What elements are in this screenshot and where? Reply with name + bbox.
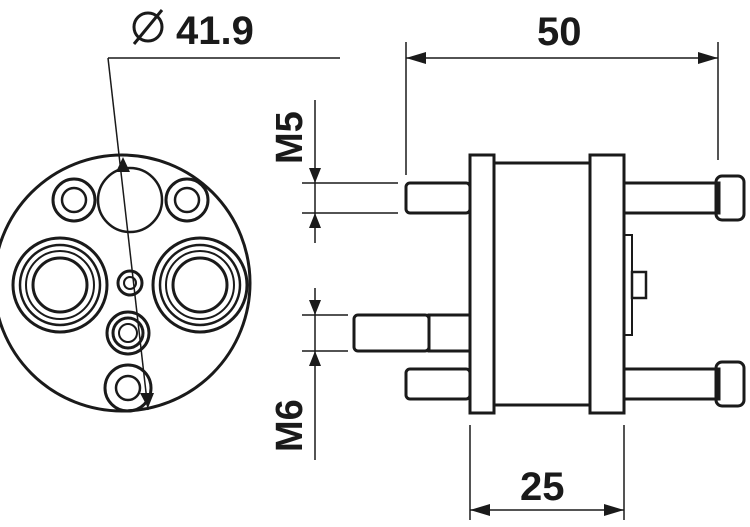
lower-thread-label: M6 xyxy=(269,399,311,452)
diameter-leader-line xyxy=(107,57,149,411)
side-view xyxy=(352,153,746,415)
screw-hole-top-right xyxy=(164,177,210,223)
front-view xyxy=(0,57,340,413)
screw-hole-top-left xyxy=(51,177,97,223)
body-length-value: 25 xyxy=(520,465,565,509)
middle-shaft xyxy=(352,313,472,353)
port-left xyxy=(11,236,109,334)
port-right xyxy=(151,236,249,334)
cartridge-body xyxy=(492,161,592,407)
diameter-arrow-top xyxy=(116,157,130,172)
left-flange xyxy=(468,153,496,415)
center-bore-top xyxy=(96,166,164,234)
diameter-value: 41.9 xyxy=(176,9,254,53)
dimension-m5 xyxy=(302,100,398,243)
diameter-symbol-icon xyxy=(132,9,164,45)
upper-bolt xyxy=(404,174,746,222)
dimension-25 xyxy=(469,425,625,520)
dimension-m6 xyxy=(302,288,348,460)
diameter-arrow-bottom xyxy=(140,393,154,408)
dimension-50 xyxy=(405,42,719,175)
right-flange xyxy=(588,153,626,415)
upper-thread-label: M5 xyxy=(269,111,311,164)
lower-bolt xyxy=(404,360,746,408)
middle-center-hole xyxy=(105,310,151,356)
spindle-tip xyxy=(630,270,648,300)
overall-length-value: 50 xyxy=(537,10,582,54)
small-center-hole xyxy=(116,269,144,297)
lower-center-hole xyxy=(103,363,153,413)
